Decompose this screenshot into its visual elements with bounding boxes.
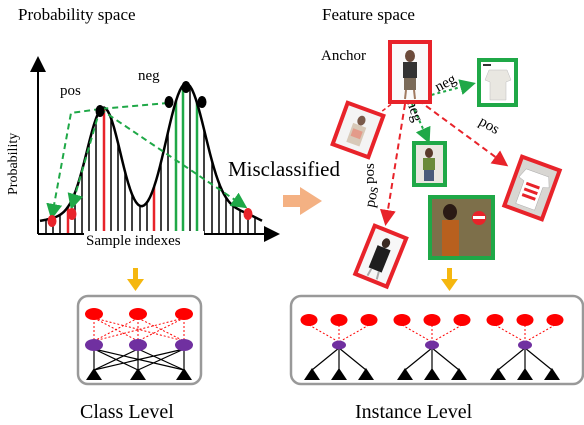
edge-label-pos-down: pos (362, 185, 382, 209)
tail-dot-right (243, 208, 253, 220)
instance-purple-node (425, 340, 439, 350)
class-level-graph (76, 294, 203, 386)
y-axis-label: Probability (6, 133, 21, 195)
instance-leaf (331, 368, 347, 380)
instance-black-edge (497, 347, 526, 371)
class-red-node-1 (85, 308, 103, 320)
class-level-caption: Class Level (80, 401, 174, 423)
class-black-edge (93, 348, 185, 371)
edge-anchor-neg-down (411, 103, 431, 144)
instance-red-node (546, 314, 564, 326)
edge-anchor-pos-down (380, 103, 406, 226)
pos-label: pos (60, 83, 81, 99)
class-leaf-3 (176, 368, 192, 380)
probability-space-title: Probability space (18, 5, 136, 24)
instance-purple-node (518, 340, 532, 350)
instance-black-edge (404, 347, 433, 371)
class-red-edge (93, 317, 185, 342)
instance-leaf (517, 368, 533, 380)
instance-black-edge (311, 347, 340, 371)
negative-image-green (412, 141, 447, 187)
green-dashed-connector (99, 102, 169, 110)
class-graph-edges (93, 317, 185, 371)
edge-label-neg-right: neg (432, 71, 459, 96)
neg-label: neg (138, 68, 160, 84)
misclassified-arrow (283, 187, 322, 215)
anchor-label: Anchor (321, 48, 366, 64)
edge-label-pos-left: pos (362, 163, 378, 184)
instance-level-caption: Instance Level (355, 401, 473, 423)
class-red-edge (93, 317, 139, 342)
class-red-node-2 (129, 308, 147, 320)
positive-image-tshirt (501, 154, 563, 222)
instance-red-edge (494, 324, 526, 343)
instance-graph-groups (300, 314, 564, 380)
edge-label-neg-down: neg (403, 98, 425, 124)
positive-image-rotated-down (352, 223, 409, 290)
instance-red-edge (338, 324, 370, 343)
green-dashed-arrow-mid (67, 108, 101, 210)
feature-space-title: Feature space (322, 5, 415, 24)
instance-red-node (516, 314, 534, 326)
instance-red-edge (431, 324, 463, 343)
class-black-edge (137, 348, 185, 371)
instance-level-graph (289, 294, 584, 386)
instance-leaf (424, 368, 440, 380)
edge-anchor-pos-right (417, 99, 509, 167)
neg-peak-dot-left (164, 96, 174, 108)
class-red-edge (93, 317, 185, 342)
negative-image-orange-dress (428, 195, 495, 260)
neg-peak-dot-mid (181, 81, 191, 93)
instance-leaf (304, 368, 320, 380)
edge-label-pos-right: pos (476, 114, 502, 138)
instance-red-node (423, 314, 441, 326)
instance-red-edge (401, 324, 433, 343)
feature-space: Anchor neg neg pos pos pos (321, 40, 563, 290)
class-leaf-2 (130, 368, 146, 380)
probability-plot: Probability Sample indexes pos neg (6, 56, 280, 249)
sample-stems (45, 85, 256, 233)
tail-dot-left (47, 215, 57, 227)
tail-dot-mid (67, 208, 77, 220)
class-purple-node-3 (175, 339, 193, 351)
neg-peak-dot-right (197, 96, 207, 108)
instance-red-node (360, 314, 378, 326)
positive-image-rotated-left (330, 100, 386, 160)
instance-leaf (397, 368, 413, 380)
anchor-image (388, 40, 432, 104)
instance-red-edge (524, 324, 556, 343)
negative-image-shirt (477, 58, 518, 107)
instance-black-edge (431, 347, 460, 371)
instance-red-node (453, 314, 471, 326)
xlabel-bg (84, 231, 204, 247)
x-axis-label: Sample indexes (86, 233, 181, 249)
class-purple-node-2 (129, 339, 147, 351)
instance-leaf (490, 368, 506, 380)
instance-black-edge (524, 347, 553, 371)
class-purple-node-1 (85, 339, 103, 351)
instance-leaf (451, 368, 467, 380)
instance-leaf (358, 368, 374, 380)
instance-red-node (393, 314, 411, 326)
class-red-node-3 (175, 308, 193, 320)
class-leaf-1 (86, 368, 102, 380)
yellow-arrow-left (127, 268, 144, 291)
instance-leaf (544, 368, 560, 380)
instance-black-edge (338, 347, 367, 371)
class-black-edge (93, 348, 139, 371)
instance-red-node (330, 314, 348, 326)
class-red-edge (137, 317, 185, 342)
instance-red-node (300, 314, 318, 326)
instance-red-edge (308, 324, 340, 343)
instance-purple-node (332, 340, 346, 350)
yellow-arrow-right (441, 268, 458, 291)
misclassified-label: Misclassified (228, 157, 340, 181)
pos-peak-dot (95, 105, 105, 117)
green-dashed-arrow-right (99, 108, 248, 209)
instance-red-node (486, 314, 504, 326)
